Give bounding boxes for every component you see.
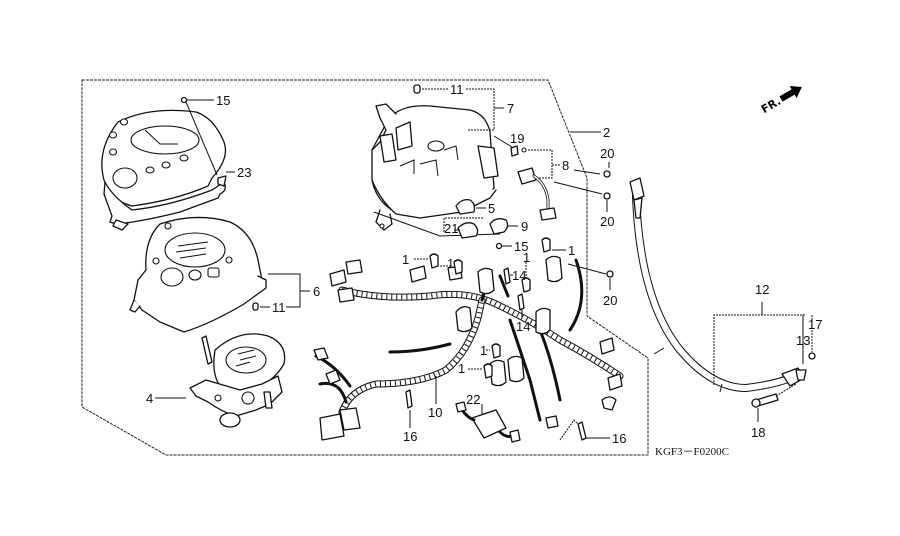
callout-11-top: 11 — [450, 82, 464, 97]
callout-1-f: 1 — [458, 361, 465, 376]
callout-22: 22 — [466, 392, 480, 407]
callout-20-b: 20 — [600, 214, 614, 229]
assembly-frame — [81, 79, 649, 456]
callout-23: 23 — [237, 165, 251, 180]
clamp-9 — [489, 218, 509, 235]
meter-case — [129, 216, 267, 333]
speedometer-cable-12 — [629, 177, 807, 393]
callout-15: 15 — [216, 93, 230, 108]
callout-16-left: 16 — [403, 429, 417, 444]
sub-harness-8 — [517, 147, 557, 221]
screw-20-a — [603, 162, 611, 178]
nut-17 — [808, 352, 816, 360]
screw-20-b — [603, 192, 611, 212]
callout-1-e: 1 — [480, 343, 487, 358]
reference-code: KGF3－F0200C — [655, 446, 729, 458]
callout-18: 18 — [751, 425, 765, 440]
speedometer-unit — [189, 333, 286, 428]
unit-22 — [455, 401, 521, 443]
screw-15-top — [180, 96, 218, 176]
meter-visor — [101, 109, 227, 231]
screw-20-c — [567, 263, 614, 290]
callout-1-b: 1 — [447, 256, 454, 271]
socket-5 — [455, 198, 476, 215]
lower-meter-case — [371, 103, 499, 231]
callout-14-a: 14 — [512, 268, 526, 283]
fr-label: FR. — [759, 95, 783, 116]
callout-14-b: 14 — [516, 319, 530, 334]
callout-7: 7 — [507, 101, 514, 116]
callout-19: 19 — [510, 131, 524, 146]
callout-21: 21 — [444, 221, 458, 236]
callout-4: 4 — [146, 391, 153, 406]
callout-20-a: 20 — [600, 146, 614, 161]
screw-14-a — [503, 267, 513, 285]
callout-9: 9 — [521, 219, 528, 234]
bulb-1-c — [541, 237, 566, 253]
bulb-1-b — [440, 259, 463, 275]
callout-6: 6 — [313, 284, 320, 299]
bulb-1-d — [521, 262, 531, 293]
callout-20-c: 20 — [603, 293, 617, 308]
callout-1-c: 1 — [568, 243, 575, 258]
callout-8: 8 — [562, 158, 569, 173]
screw-16-right — [559, 419, 610, 441]
callout-2: 2 — [603, 125, 610, 140]
callout-12: 12 — [755, 282, 769, 297]
callout-1-a: 1 — [402, 252, 409, 267]
callout-11: 11 — [272, 300, 286, 315]
fr-direction-indicator: FR. — [759, 85, 802, 116]
screw-15-mid — [495, 242, 512, 250]
callout-13: 13 — [796, 333, 810, 348]
forward-arrow-icon — [779, 85, 802, 102]
bulb-1-a — [414, 253, 439, 269]
callout-17: 17 — [808, 317, 822, 332]
callout-5: 5 — [488, 201, 495, 216]
socket-21 — [457, 222, 479, 239]
clip-19 — [510, 145, 519, 157]
bolt-18 — [751, 383, 797, 422]
grommet-11 — [252, 302, 259, 311]
grommet-11-top — [413, 84, 421, 94]
screw-16-left — [405, 389, 413, 428]
callout-10: 10 — [428, 405, 442, 420]
bulb-1-e — [486, 343, 501, 359]
callout-16-right: 16 — [612, 431, 626, 446]
screw-14-b — [517, 293, 525, 318]
callout-1-d: 1 — [523, 250, 530, 265]
bulb-1-f — [468, 363, 493, 379]
wire-harness-10 — [313, 255, 624, 441]
callout-15-mid: 15 — [514, 239, 528, 254]
